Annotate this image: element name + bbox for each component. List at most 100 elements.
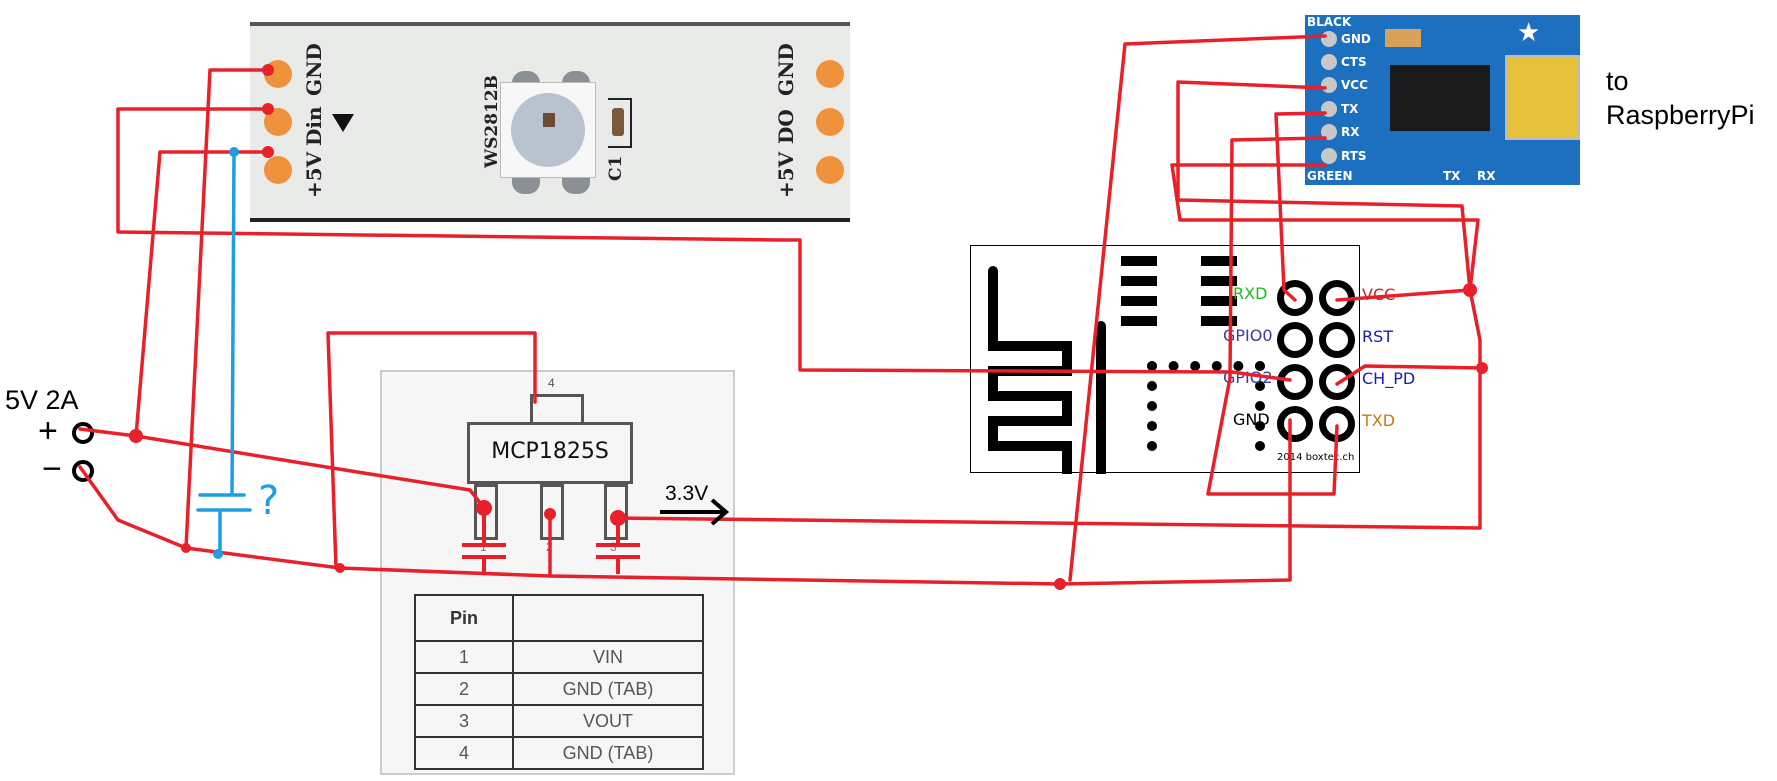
power-minus-terminal (72, 460, 94, 482)
pin-number: 4 (414, 736, 514, 770)
junction-dot (1054, 578, 1066, 590)
adafruit-star-icon: ★ (1517, 17, 1541, 47)
wire-blue-cap (196, 150, 252, 557)
capacitor-question-mark: ? (258, 478, 280, 524)
output-voltage-label: 3.3V (665, 482, 709, 505)
led-strip: GND Din +5V WS2812B C1 GND DO +5V (250, 22, 850, 222)
junction-dot (1476, 362, 1488, 374)
ws2812b-led (500, 82, 596, 178)
pin-function: GND (TAB) (512, 672, 704, 706)
table-row: 1 VIN (414, 640, 704, 674)
ftdi-label-gnd: GND (1341, 32, 1371, 46)
wire-3v3 (616, 163, 1482, 530)
ftdi-top-label: BLACK (1307, 15, 1352, 29)
esp-label-vcc: VCC (1362, 285, 1396, 304)
wire-ftdi-vcc (1176, 80, 1472, 292)
junction-dot (1463, 283, 1477, 297)
wire-esp-vcc (1335, 288, 1472, 302)
power-plus-label: + (38, 412, 58, 450)
esp-pin-gpio0 (1277, 322, 1313, 358)
power-plus-terminal (72, 422, 94, 444)
destination-label: to RaspberryPi (1606, 66, 1755, 130)
strip-capacitor (612, 108, 624, 136)
wire-ftdi-rx (1206, 136, 1339, 496)
ftdi-pin-rx (1321, 124, 1337, 140)
strip-pad-5v-out (816, 156, 844, 184)
wire-ftdi-gnd (1068, 34, 1327, 582)
ftdi-led-rx-label: RX (1477, 169, 1496, 183)
wire-reg-tab (326, 331, 537, 570)
mini-usb-connector (1505, 55, 1580, 140)
esp-pin-rst (1319, 322, 1355, 358)
strip-capacitor-outline (608, 98, 632, 148)
regulator-panel: 4 MCP1825S 1 2 3 Pin 1 VIN 2 GND (TAB) 3… (380, 370, 735, 775)
output-capacitor (596, 518, 640, 574)
pin-table-header-pin: Pin (414, 594, 514, 642)
ftdi-capacitor (1385, 29, 1421, 47)
ftdi-pin-cts (1321, 54, 1337, 70)
table-row: 2 GND (TAB) (414, 672, 704, 706)
junction-dot (262, 64, 274, 76)
power-input-label: 5V 2A (5, 385, 79, 415)
ftdi-bottom-label: GREEN (1307, 169, 1353, 183)
esp-label-gpio0: GPIO0 (1223, 326, 1273, 345)
esp-pin-gpio2 (1277, 364, 1313, 400)
esp-label-rst: RST (1362, 327, 1394, 346)
pin-number: 3 (414, 704, 514, 738)
wire-vin (78, 427, 486, 510)
esp-label-gnd: GND (1233, 410, 1270, 429)
table-row: 3 VOUT (414, 704, 704, 738)
esp-flash-pads-left (1121, 256, 1157, 330)
pin-table-header-function (512, 594, 704, 642)
esp-antenna-trace (988, 266, 1106, 474)
output-arrow-icon (660, 498, 730, 526)
pin-table-header: Pin (414, 594, 704, 642)
ftdi-label-tx: TX (1341, 102, 1359, 116)
pin-number: 2 (414, 672, 514, 706)
junction-dot (262, 146, 274, 158)
esp-chip-pads (1147, 361, 1265, 451)
wire-strip-gnd (184, 68, 270, 550)
power-minus-label: − (42, 450, 62, 488)
ftdi-label-cts: CTS (1341, 55, 1367, 69)
ftdi-label-rts: RTS (1341, 149, 1367, 163)
input-capacitor (462, 508, 506, 572)
junction-dot (335, 563, 345, 573)
data-direction-arrow-icon (332, 114, 354, 132)
regulator-leg-2 (540, 484, 564, 540)
esp-label-ch-pd: CH_PD (1362, 369, 1416, 388)
pin-function: GND (TAB) (512, 736, 704, 770)
esp-label-rxd: RXD (1233, 284, 1268, 303)
ftdi-label-rx: RX (1341, 125, 1360, 139)
regulator-tab-pin-label: 4 (548, 376, 555, 390)
strip-pad-5v-in (264, 156, 292, 184)
junction-dot (129, 429, 143, 443)
esp-pin-gnd (1277, 406, 1313, 442)
strip-pad-do (816, 108, 844, 136)
wire-esp-ch-pd (1335, 364, 1484, 386)
strip-pad-gnd-out (816, 60, 844, 88)
junction-dot (229, 147, 239, 157)
wire-ftdi-tx (1274, 111, 1327, 302)
wire-strip-din (116, 107, 1292, 382)
wire-gnd-bus (78, 418, 1292, 586)
table-row: 4 GND (TAB) (414, 736, 704, 770)
pin-function: VOUT (512, 704, 704, 738)
pin-number: 1 (414, 640, 514, 674)
pin-function: VIN (512, 640, 704, 674)
ftdi-chip (1390, 65, 1490, 131)
esp-credit: 2014 boxtec.ch (1277, 452, 1355, 463)
esp-label-txd: TXD (1362, 411, 1396, 430)
junction-dot (213, 549, 223, 559)
ftdi-led-tx-label: TX (1443, 169, 1461, 183)
ftdi-pin-rts (1321, 148, 1337, 164)
ftdi-board: BLACK GND CTS VCC TX RX RTS GREEN ★ TX R… (1305, 15, 1580, 185)
junction-dot (262, 103, 274, 115)
pin-table: Pin 1 VIN 2 GND (TAB) 3 VOUT 4 GND (TAB) (414, 594, 704, 770)
regulator-tab (530, 394, 584, 425)
regulator-body: MCP1825S (467, 422, 633, 484)
junction-dot (181, 543, 191, 553)
regulator-name: MCP1825S (491, 439, 609, 464)
junction-dot (544, 508, 556, 520)
